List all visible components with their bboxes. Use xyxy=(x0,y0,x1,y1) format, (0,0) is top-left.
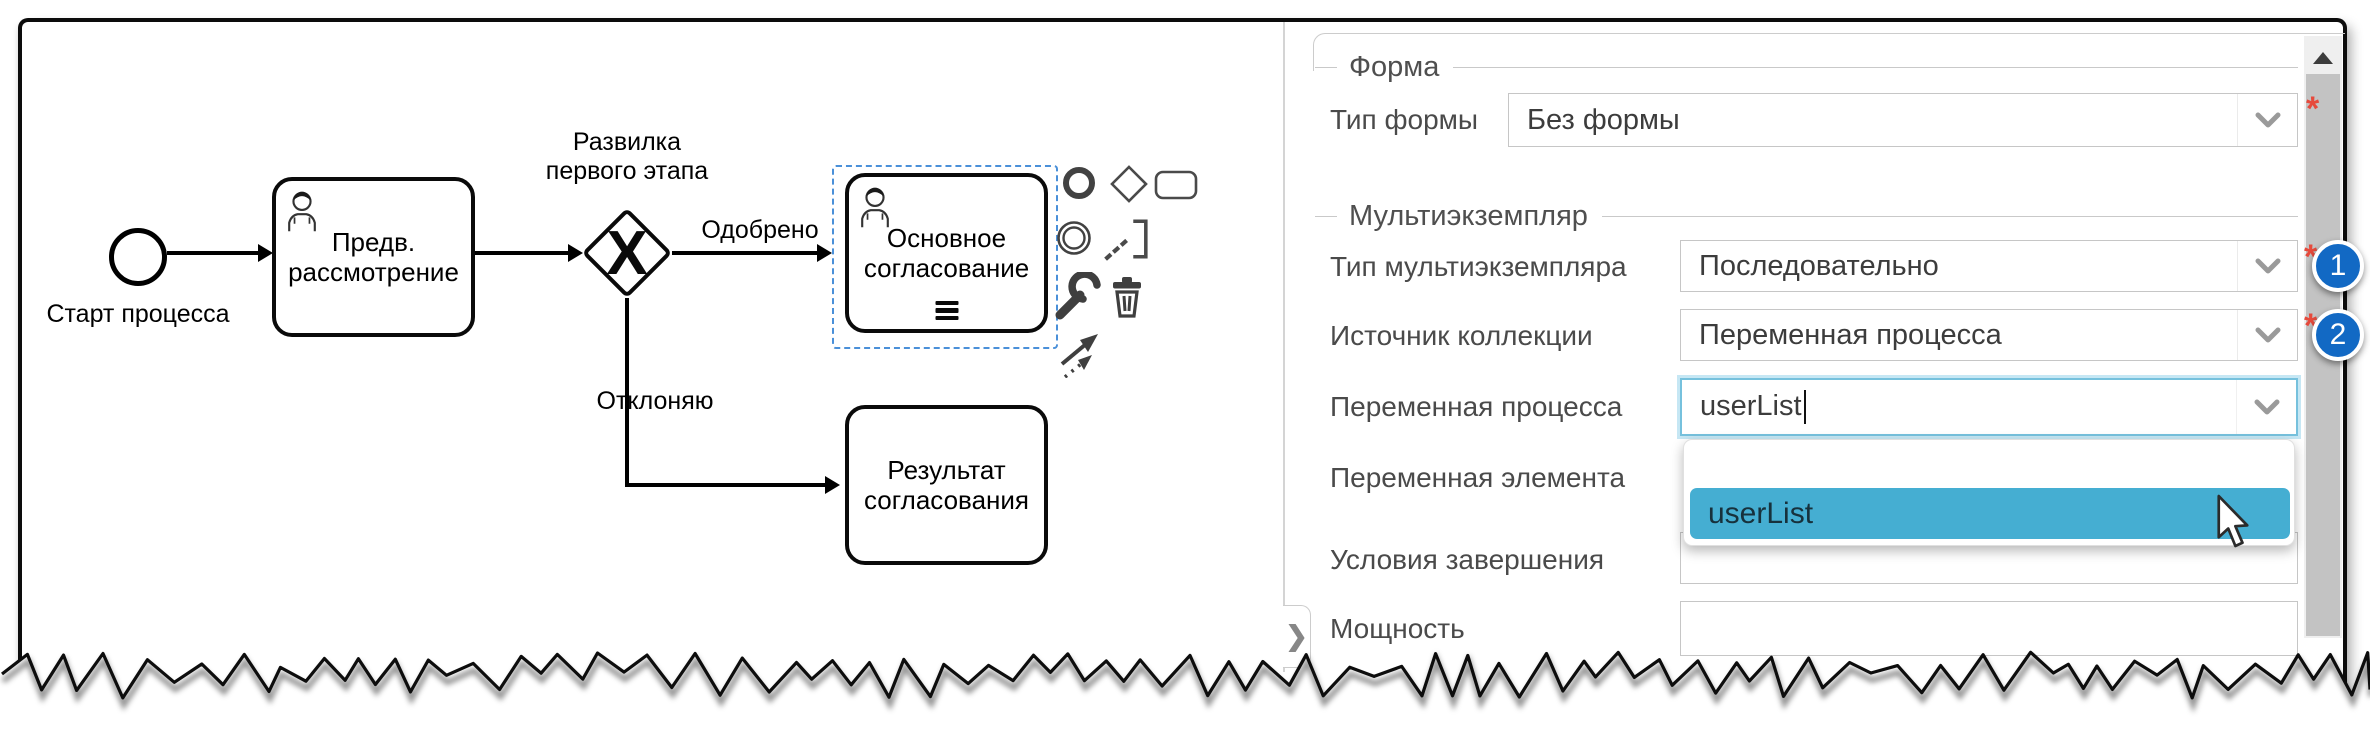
multi-instance-sequential-icon xyxy=(935,300,958,320)
arrowhead-icon xyxy=(258,244,273,262)
flow-label-approved: Одобрено xyxy=(701,216,819,244)
flow-rejected-horizontal[interactable] xyxy=(625,483,826,487)
form-type-select[interactable]: Без формы xyxy=(1508,93,2298,147)
form-type-label: Тип формы xyxy=(1330,104,1479,135)
bpmn-task-result[interactable]: Результат согласования xyxy=(845,405,1048,565)
dropdown-option-empty[interactable] xyxy=(1684,440,2294,485)
task-label: Основное согласование xyxy=(863,223,1030,283)
user-task-icon xyxy=(861,187,889,228)
collection-source-label: Источник коллекции xyxy=(1330,320,1593,351)
combobox-dropdown-list: userList xyxy=(1683,439,2295,546)
arrowhead-icon xyxy=(817,244,832,262)
chevron-down-icon[interactable] xyxy=(2237,310,2297,360)
connect-arrows-icon[interactable] xyxy=(1058,328,1104,378)
flow-approved[interactable] xyxy=(672,251,819,255)
arrowhead-icon xyxy=(825,476,840,494)
flow-start-to-preliminary[interactable] xyxy=(167,251,259,255)
cardinality-input[interactable] xyxy=(1680,601,2298,656)
screenshot-frame: Старт процесса Предв. рассмотрение X Раз… xyxy=(18,18,2364,700)
mi-type-label: Тип мультиэкземпляра xyxy=(1330,251,1627,282)
dropdown-option-userlist[interactable]: userList xyxy=(1690,488,2290,539)
multi-instance-section-legend: Мультиэкземпляр xyxy=(1315,200,2298,232)
panel-top-border xyxy=(1313,33,2345,71)
task-label: Предв. рассмотрение xyxy=(288,227,459,287)
task-label: Результат согласования xyxy=(864,455,1029,515)
chevron-down-icon[interactable] xyxy=(2237,94,2297,146)
bpmn-start-event[interactable] xyxy=(109,228,167,286)
collection-source-select[interactable]: Переменная процесса xyxy=(1680,309,2298,361)
panel-collapse-handle[interactable]: ❯ xyxy=(1283,605,1311,668)
change-type-wrench-icon[interactable] xyxy=(1054,272,1102,320)
gateway-icon[interactable] xyxy=(1110,165,1148,203)
mi-type-select[interactable]: Последовательно xyxy=(1680,240,2298,292)
text-annotation-icon[interactable] xyxy=(1104,216,1150,262)
combobox-value: userList xyxy=(1700,389,1802,422)
chevron-down-icon[interactable] xyxy=(2237,241,2297,291)
selection-outline xyxy=(832,165,1058,349)
element-variable-label: Переменная элемента xyxy=(1330,462,1626,493)
mouse-cursor-icon xyxy=(2217,494,2249,548)
end-event-icon[interactable] xyxy=(1062,166,1096,200)
delete-trash-icon[interactable] xyxy=(1110,276,1144,318)
gateway-label: Развилка первого этапа xyxy=(545,128,709,185)
panel-separator xyxy=(1283,22,1285,672)
cardinality-label: Мощность xyxy=(1330,613,1465,644)
user-task-icon xyxy=(288,191,316,232)
process-variable-combobox[interactable]: userList xyxy=(1680,378,2298,436)
callout-badge-1: 1 xyxy=(2312,240,2364,292)
arrowhead-icon xyxy=(568,244,583,262)
chevron-down-icon[interactable] xyxy=(2236,380,2296,434)
intermediate-event-icon[interactable] xyxy=(1056,220,1092,256)
required-asterisk: * xyxy=(2306,90,2320,128)
scroll-up-arrow-icon[interactable] xyxy=(2313,52,2333,64)
process-variable-label: Переменная процесса xyxy=(1330,391,1623,422)
start-event-label: Старт процесса xyxy=(46,300,230,328)
flow-rejected-vertical[interactable] xyxy=(625,298,629,487)
callout-badge-2: 2 xyxy=(2312,309,2364,361)
text-caret xyxy=(1803,390,1807,425)
task-icon[interactable] xyxy=(1154,170,1198,200)
chevron-right-icon: ❯ xyxy=(1285,621,1308,651)
bpmn-task-preliminary[interactable]: Предв. рассмотрение xyxy=(272,177,475,337)
flow-preliminary-to-gateway[interactable] xyxy=(475,251,569,255)
flow-label-rejected: Отклоняю xyxy=(596,387,714,415)
bpmn-task-main-selected[interactable]: Основное согласование xyxy=(845,173,1048,333)
completion-condition-label: Условия завершения xyxy=(1330,544,1605,575)
gateway-x-marker-icon: X xyxy=(606,218,648,288)
form-section-legend: Форма xyxy=(1315,51,2298,83)
